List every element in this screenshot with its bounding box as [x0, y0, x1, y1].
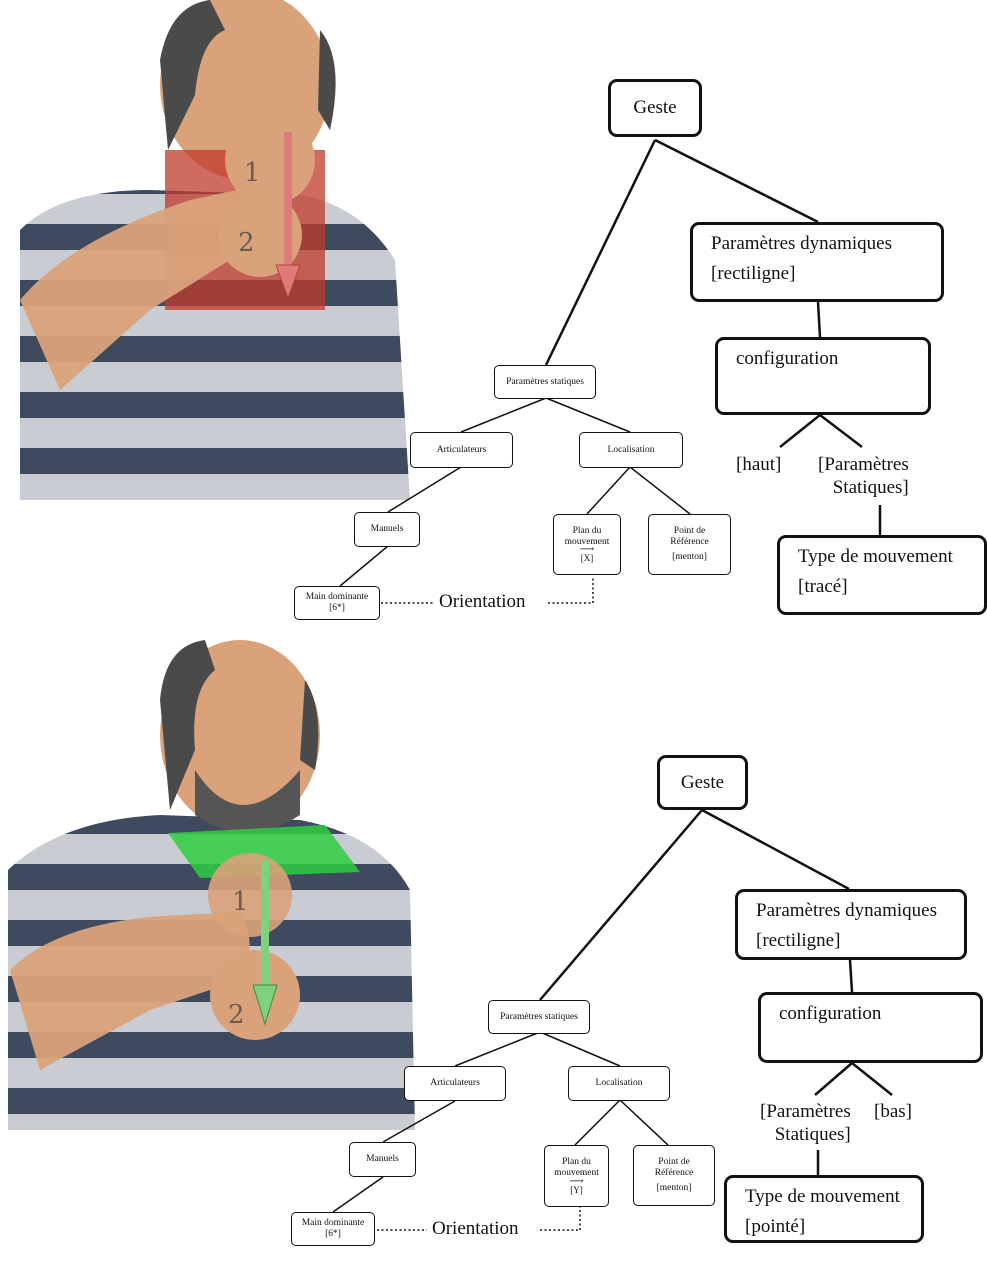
node-localisation-label: Localisation — [607, 444, 655, 455]
node-type-de-mouvement: Type de mouvement [pointé] — [724, 1175, 924, 1243]
point-line3: [menton] — [672, 552, 707, 563]
configuration-label: configuration — [779, 1003, 882, 1024]
node-parametres-statiques: Paramètres statiques — [494, 365, 596, 399]
step-label-2: 2 — [228, 1000, 245, 1030]
node-manuels-label: Manuels — [366, 1154, 399, 1165]
node-geste: Geste — [608, 79, 702, 137]
main-dominante-line2: [6*] — [329, 603, 345, 613]
main-dominante-line1: Main dominante — [305, 592, 369, 603]
node-geste-label: Geste — [680, 771, 725, 793]
type-line1: Type de mouvement — [798, 546, 953, 567]
panel-bottom: 1 2 Geste Paramètres statiques Articulat… — [0, 640, 987, 1246]
branch-label-bas: [bas] — [874, 1101, 912, 1122]
node-manuels: Manuels — [349, 1142, 416, 1177]
node-plan-du-mouvement: Plan du mouvement ⟶[Y] — [544, 1145, 609, 1207]
branch-label-parametres-statiques: [Paramètres Statiques] — [760, 1100, 851, 1146]
node-parametres-statiques: Paramètres statiques — [488, 1000, 590, 1034]
node-geste-label: Geste — [633, 97, 677, 118]
point-line2: Référence — [670, 536, 709, 547]
orientation-label: Orientation — [432, 1218, 519, 1239]
type-line2: [tracé] — [798, 576, 848, 597]
movement-arrow-head — [252, 984, 278, 1026]
configuration-label: configuration — [736, 348, 839, 369]
tree-connectors-top — [339, 138, 882, 604]
dynamiques-line2: [rectiligne] — [756, 930, 841, 951]
node-configuration: configuration — [758, 992, 983, 1063]
plan-vector-value: [X] — [580, 553, 594, 564]
node-configuration: configuration — [715, 337, 931, 415]
plan-vector: ⟶[Y] — [569, 1175, 584, 1195]
plan-vector: ⟶[X] — [579, 544, 595, 564]
branch-right-line1: [Paramètres — [818, 454, 909, 475]
node-parametres-statiques-label: Paramètres statiques — [506, 376, 584, 387]
main-dominante-line1: Main dominante — [301, 1218, 365, 1229]
point-line2: Référence — [654, 1167, 694, 1178]
dynamiques-line2: [rectiligne] — [711, 263, 796, 284]
branch-left-line2: Statiques] — [774, 1124, 851, 1145]
dynamiques-line1: Paramètres dynamiques — [711, 233, 892, 254]
node-plan-du-mouvement: Plan du mouvement ⟶[X] — [553, 514, 621, 575]
avatar-illustration-bottom: 1 2 — [0, 640, 420, 1130]
orientation-label: Orientation — [439, 591, 526, 612]
plan-line2: mouvement — [564, 536, 610, 547]
branch-right-line2: Statiques] — [832, 477, 909, 498]
point-line3: [menton] — [656, 1183, 692, 1194]
node-articulateurs: Articulateurs — [410, 432, 513, 468]
type-line2: [pointé] — [745, 1216, 806, 1237]
node-parametres-dynamiques: Paramètres dynamiques [rectiligne] — [735, 889, 967, 960]
step-label-2: 2 — [238, 228, 255, 258]
branch-label-haut: [haut] — [736, 454, 782, 475]
plan-line1: Plan du — [562, 1157, 591, 1168]
plan-line2: mouvement — [554, 1168, 599, 1178]
node-type-de-mouvement: Type de mouvement [tracé] — [777, 535, 987, 615]
green-zone — [168, 825, 360, 878]
node-localisation: Localisation — [579, 432, 683, 468]
node-manuels: Manuels — [354, 512, 420, 547]
node-main-dominante: Main dominante [6*] — [294, 586, 380, 620]
dynamiques-line1: Paramètres dynamiques — [756, 900, 937, 921]
step-label-1: 1 — [232, 887, 249, 917]
node-articulateurs-label: Articulateurs — [436, 444, 487, 455]
main-dominante-line2: [6*] — [325, 1229, 341, 1239]
node-main-dominante: Main dominante [6*] — [291, 1212, 375, 1246]
panel-top: 1 2 Geste Paramètres statiques Articulat… — [0, 0, 987, 620]
vector-arrow-icon: ⟶ — [579, 544, 595, 556]
point-line1: Point de — [673, 525, 706, 536]
plan-vector-value: [Y] — [570, 1184, 583, 1195]
node-point-de-reference: Point de Référence [menton] — [633, 1145, 715, 1206]
tree-connectors-bottom — [332, 808, 893, 1231]
node-localisation: Localisation — [568, 1066, 670, 1101]
node-geste: Geste — [657, 755, 748, 810]
node-point-de-reference: Point de Référence [menton] — [648, 514, 731, 575]
plan-line1: Plan du — [572, 525, 602, 536]
node-parametres-statiques-label: Paramètres statiques — [500, 1011, 578, 1022]
node-articulateurs: Articulateurs — [404, 1066, 506, 1101]
movement-arrow-head — [275, 264, 301, 300]
node-localisation-label: Localisation — [595, 1078, 643, 1089]
branch-left-line1: [Paramètres — [760, 1101, 851, 1122]
vector-arrow-icon: ⟶ — [569, 1175, 584, 1187]
avatar-illustration-top: 1 2 — [0, 0, 420, 500]
node-articulateurs-label: Articulateurs — [430, 1078, 480, 1089]
type-line1: Type de mouvement — [745, 1186, 900, 1207]
point-line1: Point de — [658, 1156, 690, 1167]
branch-label-parametres-statiques: [Paramètres Statiques] — [818, 453, 909, 499]
node-manuels-label: Manuels — [370, 524, 404, 535]
step-label-1: 1 — [244, 158, 261, 188]
node-parametres-dynamiques: Paramètres dynamiques [rectiligne] — [690, 222, 944, 302]
